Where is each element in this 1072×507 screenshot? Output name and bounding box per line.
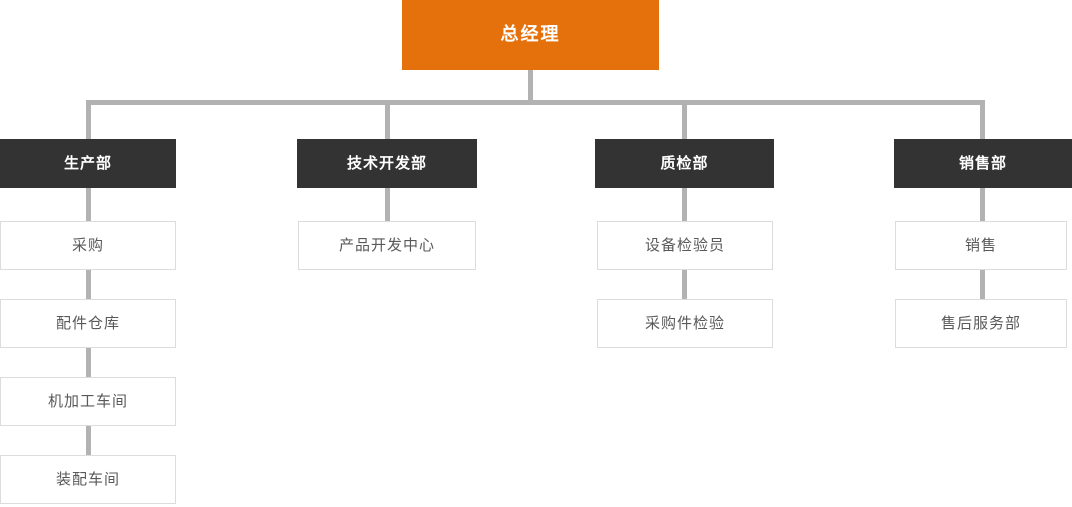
node-machining-workshop: 机加工车间 xyxy=(0,377,176,426)
connector-col4-stub-2 xyxy=(979,270,985,299)
connector-col1-stub-4 xyxy=(85,426,91,455)
node-equipment-inspector: 设备检验员 xyxy=(597,221,773,270)
node-after-sales-service: 售后服务部 xyxy=(895,299,1067,348)
node-label: 总经理 xyxy=(500,24,561,45)
node-purchased-parts-inspection: 采购件检验 xyxy=(597,299,773,348)
connector-col4-stub-1 xyxy=(979,188,985,221)
node-label: 销售 xyxy=(964,236,997,254)
connector-col3-stub-1 xyxy=(682,188,687,221)
connector-col1-stub-3 xyxy=(85,348,91,377)
node-label: 采购 xyxy=(71,236,104,254)
node-procurement: 采购 xyxy=(0,221,176,270)
node-label: 配件仓库 xyxy=(55,314,120,332)
connector-dept-techdev xyxy=(384,102,390,139)
node-label: 设备检验员 xyxy=(644,236,725,254)
connector-trunk xyxy=(85,100,985,105)
connector-col2-stub-1 xyxy=(384,188,390,221)
node-general-manager: 总经理 xyxy=(402,0,659,70)
node-production-dept: 生产部 xyxy=(0,139,176,188)
connector-col1-stub-2 xyxy=(85,270,91,299)
node-label: 售后服务部 xyxy=(940,314,1021,332)
node-assembly-workshop: 装配车间 xyxy=(0,455,176,504)
node-sales: 销售 xyxy=(895,221,1067,270)
connector-dept-quality xyxy=(682,102,687,139)
node-label: 质检部 xyxy=(660,154,709,172)
node-product-dev-center: 产品开发中心 xyxy=(298,221,476,270)
connector-col3-stub-2 xyxy=(682,270,687,299)
node-label: 技术开发部 xyxy=(346,154,427,172)
node-label: 装配车间 xyxy=(55,470,120,488)
connector-col1-stub-1 xyxy=(85,188,91,221)
node-label: 销售部 xyxy=(958,154,1007,172)
connector-dept-production xyxy=(85,102,91,139)
node-parts-warehouse: 配件仓库 xyxy=(0,299,176,348)
connector-dept-sales xyxy=(979,102,985,139)
node-sales-dept: 销售部 xyxy=(894,139,1072,188)
node-label: 采购件检验 xyxy=(644,314,725,332)
node-tech-development-dept: 技术开发部 xyxy=(297,139,477,188)
connector-root-stub xyxy=(528,70,533,103)
node-quality-inspection-dept: 质检部 xyxy=(595,139,774,188)
node-label: 产品开发中心 xyxy=(338,236,435,254)
node-label: 机加工车间 xyxy=(47,392,128,410)
node-label: 生产部 xyxy=(63,154,112,172)
